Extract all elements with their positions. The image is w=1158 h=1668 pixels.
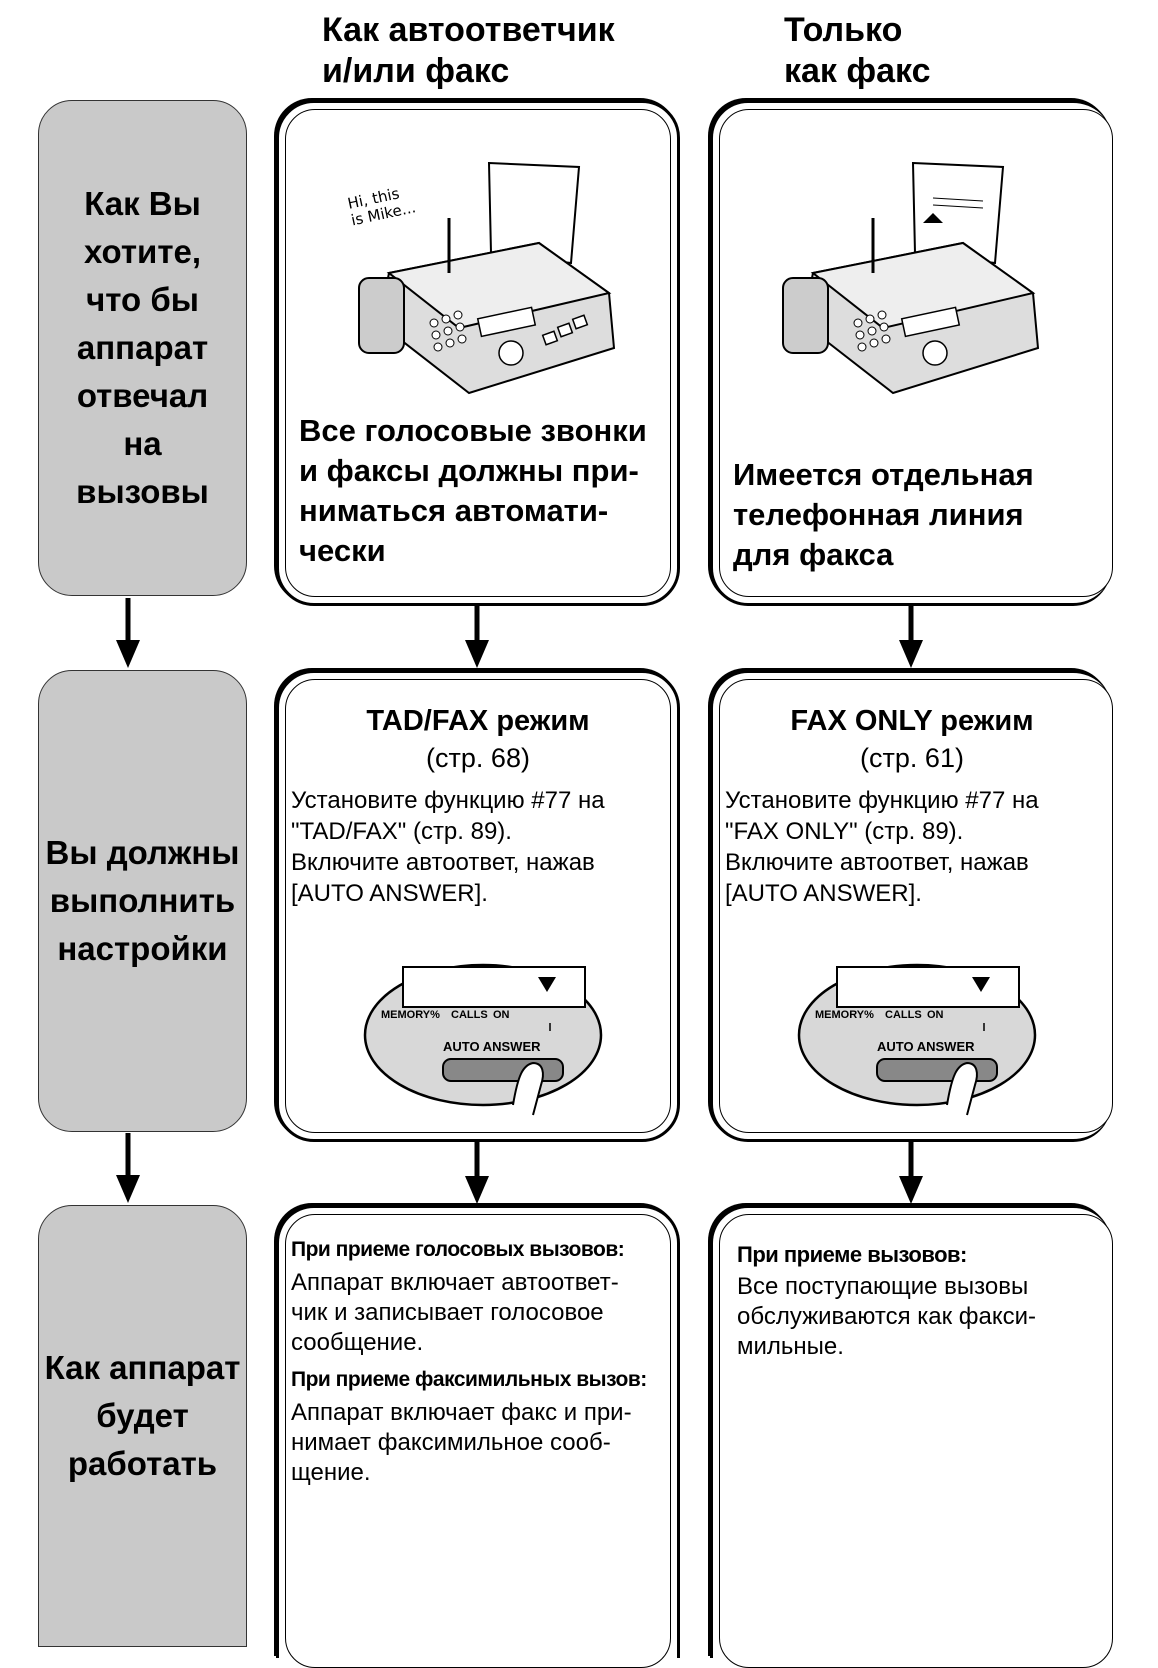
- voice-call-heading: При приеме голосовых вызовов:: [291, 1238, 625, 1261]
- side-line: хотите,: [84, 233, 201, 270]
- side-box-settings: Вы должны выполнить настройки: [38, 670, 247, 1132]
- card-tad-fax-settings: TAD/FAX режим (стр. 68) Установите функц…: [276, 670, 680, 1142]
- column-header-line: Только: [784, 11, 903, 49]
- setup-instructions: Установите функцию #77 на "FAX ONLY" (ст…: [725, 787, 1039, 907]
- arrow-down-icon: [116, 1133, 140, 1203]
- side-box-how-answer: Как Вы хотите, что бы аппарат отвечал на…: [38, 100, 247, 596]
- card-tad-fax-scenario: Hi, this is Mike... Все голосовые звонки…: [276, 100, 680, 606]
- arrow-down-icon: [899, 600, 923, 668]
- panel-label-calls: CALLS: [885, 1009, 922, 1021]
- fax-call-text: Аппарат включает факс и при- нимает факс…: [291, 1399, 632, 1486]
- auto-answer-button-label: AUTO ANSWER: [877, 1039, 975, 1054]
- side-line: Как Вы: [84, 185, 201, 222]
- mode-title: FAX ONLY режим: [790, 705, 1034, 737]
- card-fax-only-behavior: При приеме вызовов: Все поступающие вызо…: [710, 1205, 1113, 1668]
- side-line: аппарат: [76, 329, 209, 366]
- voice-call-text: Аппарат включает автоответ- чик и записы…: [291, 1269, 619, 1356]
- scenario-text: Имеется отдельная телефонная линия для ф…: [733, 457, 1034, 572]
- arrow-down-icon: [116, 598, 140, 668]
- mode-title: TAD/FAX режим: [366, 705, 590, 737]
- side-line: настройки: [57, 930, 228, 967]
- scenario-text: Все голосовые звонки и факсы должны при-…: [299, 413, 647, 568]
- arrow-down-icon: [465, 1136, 489, 1204]
- fax-machine-icon: [358, 161, 616, 395]
- mode-page-ref: (стр. 68): [426, 743, 530, 773]
- card-fax-only-scenario: Имеется отдельная телефонная линия для ф…: [710, 100, 1113, 606]
- fax-call-heading: При приеме факсимильных вызов:: [291, 1368, 647, 1391]
- auto-answer-panel-illustration: [363, 963, 603, 1116]
- side-line: будет: [96, 1397, 189, 1434]
- side-line: Вы должны: [45, 834, 240, 871]
- column-header-line: Как автоответчик: [322, 11, 615, 49]
- side-line: выполнить: [49, 882, 236, 919]
- call-heading: При приеме вызовов:: [737, 1242, 967, 1267]
- side-line: на: [123, 425, 162, 462]
- auto-answer-button-label: AUTO ANSWER: [443, 1039, 541, 1054]
- side-box-how-work: Как аппарат будет работать: [38, 1205, 247, 1647]
- mode-page-ref: (стр. 61): [860, 743, 964, 773]
- arrow-down-icon: [899, 1136, 923, 1204]
- card-fax-only-settings: FAX ONLY режим (стр. 61) Установите функ…: [710, 670, 1113, 1142]
- side-line: что бы: [86, 281, 199, 318]
- side-line: работать: [67, 1445, 218, 1482]
- setup-instructions: Установите функцию #77 на "TAD/FAX" (стр…: [291, 787, 605, 907]
- side-line: отвечал: [76, 377, 209, 414]
- card-inner: [285, 1214, 671, 1668]
- panel-label-on: ON: [927, 1009, 944, 1021]
- column-header-fax-only: Только как факс: [784, 10, 931, 92]
- side-line: Как аппарат: [44, 1349, 241, 1386]
- auto-answer-panel-illustration: [797, 963, 1037, 1116]
- panel-label-memory: MEMORY%: [381, 1009, 440, 1021]
- panel-label-calls: CALLS: [451, 1009, 488, 1021]
- panel-label-on: ON: [493, 1009, 510, 1021]
- arrow-down-icon: [465, 600, 489, 668]
- fax-machine-icon: [782, 161, 1040, 395]
- side-line: вызовы: [76, 473, 209, 510]
- panel-label-memory: MEMORY%: [815, 1009, 874, 1021]
- column-header-tad-fax: Как автоответчик и/или факс: [322, 10, 615, 92]
- column-header-line: и/или факс: [322, 52, 510, 90]
- column-header-line: как факс: [784, 52, 931, 90]
- call-text: Все поступающие вызовы обслуживаются как…: [737, 1273, 1037, 1360]
- card-tad-fax-behavior: При приеме голосовых вызовов: Аппарат вк…: [276, 1205, 680, 1668]
- card-inner: [719, 1214, 1113, 1668]
